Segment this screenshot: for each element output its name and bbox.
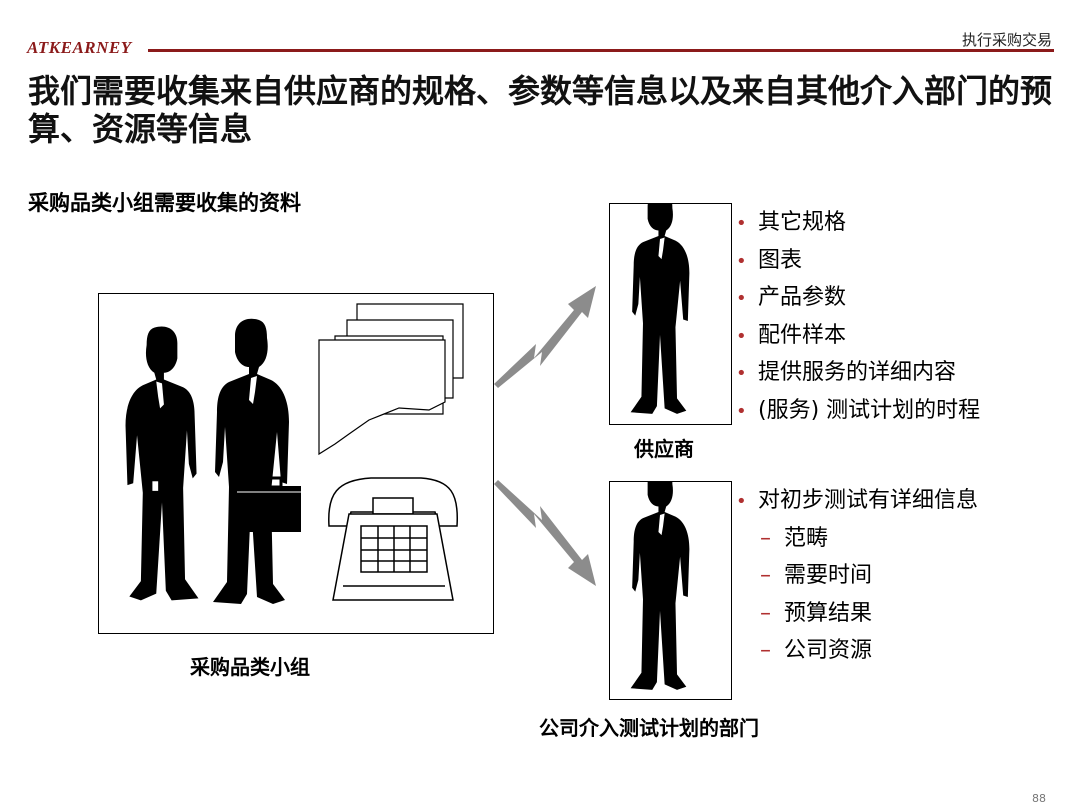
list-subitem: –范畴 <box>760 525 829 551</box>
document-stack-icon <box>318 303 464 456</box>
lightning-arrow-icon <box>494 286 596 388</box>
department-info-list: •对初步测试有详细信息 –范畴 –需要时间 –预算结果 –公司资源 <box>736 482 978 670</box>
supplier-caption: 供应商 <box>634 437 694 461</box>
telephone-icon <box>328 477 459 601</box>
team-caption: 采购品类小组 <box>190 655 310 679</box>
list-subitem: –需要时间 <box>760 563 873 588</box>
lightning-arrows <box>494 286 596 586</box>
silhouette-person-icon <box>630 482 690 690</box>
list-item: •配件样本 <box>736 322 847 348</box>
company-logo: ATKEARNEY <box>27 38 132 57</box>
slide-title: 我们需要收集来自供应商的规格、参数等信息以及来自其他介入部门的预算、资源等信息 <box>28 72 1053 148</box>
supplier-info-list: •其它规格 •图表 •产品参数 •配件样本 •提供服务的详细内容 •(服务) 测… <box>736 204 980 429</box>
slide-subtitle: 采购品类小组需要收集的资料 <box>28 191 301 215</box>
silhouette-person-icon <box>125 326 199 601</box>
list-item: •提供服务的详细内容 <box>736 360 957 385</box>
department-caption: 公司介入测试计划的部门 <box>539 716 759 740</box>
supplier-panel <box>609 203 732 425</box>
list-item: •产品参数 <box>736 285 847 310</box>
briefcase-icon <box>237 476 301 532</box>
list-item: •(服务) 测试计划的时程 <box>736 397 981 423</box>
silhouette-person-icon <box>213 318 289 604</box>
purchasing-team-panel <box>98 293 494 634</box>
page-number: 88 <box>1032 792 1046 805</box>
list-item: •对初步测试有详细信息 <box>736 488 979 513</box>
department-panel <box>609 481 732 700</box>
list-subitem: –公司资源 <box>760 638 873 663</box>
silhouette-person-icon <box>630 204 690 414</box>
list-item: •其它规格 <box>736 210 847 235</box>
lightning-arrow-icon <box>494 480 596 586</box>
section-tag: 执行采购交易 <box>961 31 1052 49</box>
list-subitem: –预算结果 <box>760 600 873 626</box>
header-rule <box>148 49 1054 52</box>
list-item: •图表 <box>736 247 803 273</box>
